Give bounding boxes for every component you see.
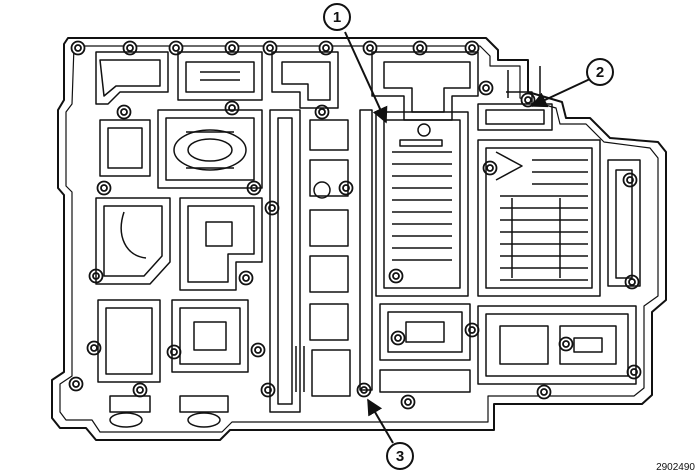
bolt-hole-inner xyxy=(416,44,424,52)
callout-3-leader xyxy=(367,398,394,444)
callout-1: 1 xyxy=(323,3,388,124)
bolt-hole-inner xyxy=(126,44,134,52)
bolt-holes xyxy=(68,40,642,410)
callout-2-leader xyxy=(530,78,591,108)
bolt-hole-inner xyxy=(404,398,412,406)
bolt-hole-inner xyxy=(322,44,330,52)
bolt-hole-inner xyxy=(74,44,82,52)
bolt-hole-inner xyxy=(100,184,108,192)
bolt-hole-inner xyxy=(228,44,236,52)
valve-body-casting xyxy=(51,37,667,441)
callout-1-leader xyxy=(344,31,388,124)
bolt-hole-inner xyxy=(628,278,636,286)
callout-3-label: 3 xyxy=(396,448,404,465)
figure-id: 2902490 xyxy=(656,462,695,473)
bolt-hole-inner xyxy=(524,96,532,104)
bolt-hole-inner xyxy=(366,44,374,52)
bolt-hole-inner xyxy=(562,340,570,348)
bolt-hole-inner xyxy=(120,108,128,116)
callout-3: 3 xyxy=(367,398,414,470)
callout-2-circle xyxy=(586,58,614,86)
bolt-hole-inner xyxy=(72,380,80,388)
bolt-hole-inner xyxy=(392,272,400,280)
bolt-hole-inner xyxy=(394,334,402,342)
bolt-hole-inner xyxy=(266,44,274,52)
callout-1-label: 1 xyxy=(333,9,341,26)
bolt-hole-inner xyxy=(136,386,144,394)
bolt-hole-inner xyxy=(254,346,262,354)
bolt-hole-inner xyxy=(468,44,476,52)
bolt-hole-inner xyxy=(242,274,250,282)
internal-passages xyxy=(95,51,641,428)
bolt-hole-inner xyxy=(482,84,490,92)
callout-2-label: 2 xyxy=(596,64,604,81)
callout-2: 2 xyxy=(530,58,614,108)
bolt-hole-inner xyxy=(90,344,98,352)
bolt-hole-inner xyxy=(318,108,326,116)
bolt-hole-inner xyxy=(172,44,180,52)
callout-1-circle xyxy=(323,3,351,31)
callout-3-circle xyxy=(386,442,414,470)
bolt-hole-inner xyxy=(540,388,548,396)
bolt-hole-inner xyxy=(486,164,494,172)
